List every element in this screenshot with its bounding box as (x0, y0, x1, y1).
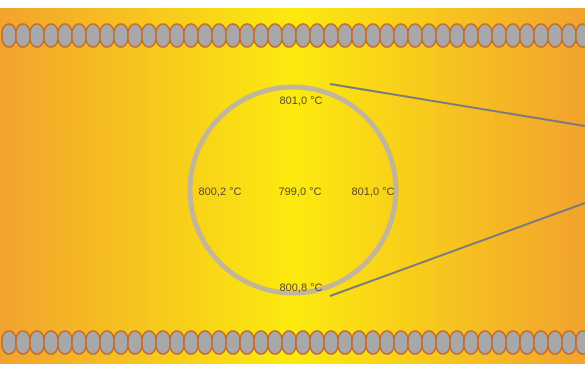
coil-loop (561, 330, 577, 355)
coil-loop (225, 23, 241, 48)
coil-loop (281, 23, 297, 48)
coil-loop (29, 330, 45, 355)
coil-loop (575, 23, 585, 48)
coil-loop (211, 330, 227, 355)
coil-loop (519, 23, 535, 48)
coil-loop (533, 23, 549, 48)
coil-loop (99, 23, 115, 48)
coil-loop (323, 23, 339, 48)
coil-loop (449, 23, 465, 48)
coil-loop (393, 330, 409, 355)
coil-loop (351, 330, 367, 355)
coil-loop (365, 330, 381, 355)
coil-loop (141, 23, 157, 48)
reading-top: 801,0 °C (280, 95, 323, 107)
coil-loop (421, 330, 437, 355)
coil-loop (407, 23, 423, 48)
reading-right: 801,0 °C (352, 186, 395, 198)
coil-loop (169, 23, 185, 48)
coil-loop (15, 330, 31, 355)
reading-bottom: 800,8 °C (280, 282, 323, 294)
coil-loop (407, 330, 423, 355)
coil-loop (435, 330, 451, 355)
coil-loop (491, 330, 507, 355)
coil-loop (547, 23, 563, 48)
coil-loop (127, 330, 143, 355)
coil-loop (183, 330, 199, 355)
coil-loop (15, 23, 31, 48)
coil-loop (477, 23, 493, 48)
coil-loop (267, 330, 283, 355)
coil-loop (155, 23, 171, 48)
measurement-ring (187, 84, 399, 296)
coil-loop (379, 330, 395, 355)
coil-loop (155, 330, 171, 355)
coil-loop (1, 330, 17, 355)
coil-loop (491, 23, 507, 48)
coil-loop (519, 330, 535, 355)
coil-loop (421, 23, 437, 48)
top-heating-coil (1, 23, 585, 48)
coil-loop (183, 23, 199, 48)
coil-loop (239, 23, 255, 48)
coil-loop (197, 330, 213, 355)
reading-center: 799,0 °C (279, 186, 322, 198)
coil-loop (253, 23, 269, 48)
coil-loop (505, 330, 521, 355)
coil-loop (169, 330, 185, 355)
coil-loop (309, 330, 325, 355)
lower-leader-line (329, 202, 585, 297)
coil-loop (29, 23, 45, 48)
coil-loop (225, 330, 241, 355)
coil-loop (1, 23, 17, 48)
coil-loop (379, 23, 395, 48)
coil-loop (463, 23, 479, 48)
coil-loop (547, 330, 563, 355)
coil-loop (43, 330, 59, 355)
coil-loop (337, 23, 353, 48)
coil-loop (253, 330, 269, 355)
coil-loop (295, 23, 311, 48)
coil-loop (533, 330, 549, 355)
coil-loop (57, 23, 73, 48)
coil-loop (477, 330, 493, 355)
coil-loop (85, 23, 101, 48)
coil-loop (127, 23, 143, 48)
coil-loop (463, 330, 479, 355)
coil-loop (575, 330, 585, 355)
coil-loop (113, 23, 129, 48)
coil-loop (561, 23, 577, 48)
coil-loop (365, 23, 381, 48)
bottom-heating-coil (1, 330, 585, 355)
coil-loop (85, 330, 101, 355)
coil-loop (141, 330, 157, 355)
coil-loop (239, 330, 255, 355)
reading-left: 800,2 °C (199, 186, 242, 198)
coil-loop (71, 23, 87, 48)
coil-loop (505, 23, 521, 48)
coil-loop (323, 330, 339, 355)
coil-loop (57, 330, 73, 355)
coil-loop (337, 330, 353, 355)
coil-loop (43, 23, 59, 48)
coil-loop (393, 23, 409, 48)
coil-loop (435, 23, 451, 48)
coil-loop (99, 330, 115, 355)
coil-loop (197, 23, 213, 48)
coil-loop (281, 330, 297, 355)
coil-loop (295, 330, 311, 355)
coil-loop (449, 330, 465, 355)
coil-loop (113, 330, 129, 355)
heated-zone-background (0, 8, 585, 364)
coil-loop (71, 330, 87, 355)
upper-leader-line (329, 83, 585, 127)
coil-loop (211, 23, 227, 48)
coil-loop (309, 23, 325, 48)
coil-loop (351, 23, 367, 48)
coil-loop (267, 23, 283, 48)
